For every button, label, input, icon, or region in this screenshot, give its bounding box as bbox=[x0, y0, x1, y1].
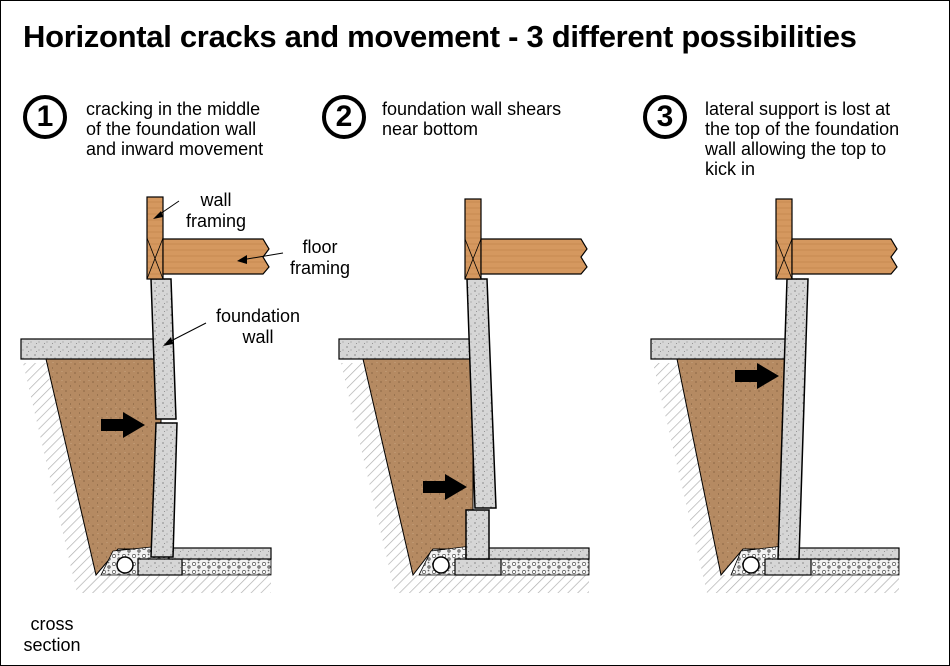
cross-section-label-line: cross bbox=[30, 614, 74, 634]
cross-section-label-line: section bbox=[23, 635, 81, 655]
exterior-grade-slab bbox=[20, 338, 162, 360]
gravel-bed bbox=[810, 558, 900, 576]
basement-floor-slab bbox=[168, 547, 272, 560]
floor-joist bbox=[162, 238, 270, 275]
footing bbox=[454, 558, 502, 576]
panel-3-caption: lateral support is lost at the top of th… bbox=[705, 99, 899, 179]
cross-section-label: cross section bbox=[19, 614, 85, 656]
panel-3-caption-line: the top of the foundation bbox=[705, 119, 900, 139]
panel-3-caption-line: wall allowing the top to bbox=[705, 139, 887, 159]
foundation-wall-tilted bbox=[777, 278, 809, 560]
undisturbed-soil bbox=[341, 363, 589, 593]
foundation-wall-stub bbox=[465, 509, 490, 560]
foundation-wall-label-line: wall bbox=[242, 327, 274, 347]
foundation-wall-upper bbox=[150, 278, 177, 420]
undisturbed-soil bbox=[23, 363, 271, 593]
exterior-grade-slab bbox=[338, 338, 474, 360]
gravel-bed bbox=[180, 558, 272, 576]
drain-pipe-icon bbox=[116, 556, 134, 574]
drain-pipe-icon bbox=[432, 556, 450, 574]
foundation-wall-lower bbox=[150, 422, 178, 558]
wall-framing-label-line: framing bbox=[185, 211, 247, 231]
panel-1-drawing bbox=[20, 196, 284, 593]
footing bbox=[764, 558, 812, 576]
foundation-wall-label: foundation wall bbox=[205, 306, 311, 348]
floor-joist bbox=[480, 238, 588, 275]
panel-2-drawing bbox=[338, 198, 590, 593]
drain-pipe-icon bbox=[742, 556, 760, 574]
basement-floor-slab bbox=[486, 547, 590, 560]
floor-framing-label-line: floor bbox=[302, 237, 338, 257]
wall-framing-stud bbox=[146, 196, 164, 280]
floor-joist bbox=[791, 238, 898, 275]
panel-1-caption: cracking in the middle of the foundation… bbox=[86, 99, 263, 159]
panel-3-caption-line: lateral support is lost at bbox=[705, 99, 891, 119]
panel-1-caption-line: and inward movement bbox=[86, 139, 264, 159]
panel-3-drawing bbox=[650, 198, 900, 593]
wall-framing-stud bbox=[775, 198, 793, 280]
panel-2-caption: foundation wall shears near bottom bbox=[382, 99, 561, 139]
floor-framing-label-line: framing bbox=[289, 258, 351, 278]
undisturbed-soil bbox=[653, 363, 899, 593]
wall-framing-label: wall framing bbox=[181, 190, 251, 232]
panel-2-caption-line: foundation wall shears bbox=[382, 99, 562, 119]
basement-floor-slab bbox=[796, 547, 900, 560]
exterior-grade-slab bbox=[650, 338, 787, 360]
panel-1-caption-line: of the foundation wall bbox=[86, 119, 257, 139]
wall-framing-stud bbox=[464, 198, 482, 280]
wall-framing-label-line: wall bbox=[200, 190, 232, 210]
foundation-wall-label-line: foundation bbox=[215, 306, 301, 326]
panel-1-caption-line: cracking in the middle bbox=[86, 99, 261, 119]
footing bbox=[137, 558, 183, 576]
panel-2-number-badge: 2 bbox=[322, 95, 366, 139]
panel-3-number-badge: 3 bbox=[643, 95, 687, 139]
floor-framing-label: floor framing bbox=[283, 237, 357, 279]
diagram-title: Horizontal cracks and movement - 3 diffe… bbox=[23, 19, 857, 54]
panel-3-caption-line: kick in bbox=[705, 159, 756, 179]
panel-1-number-badge: 1 bbox=[23, 95, 67, 139]
panel-2-caption-line: near bottom bbox=[382, 119, 479, 139]
gravel-bed bbox=[500, 558, 590, 576]
